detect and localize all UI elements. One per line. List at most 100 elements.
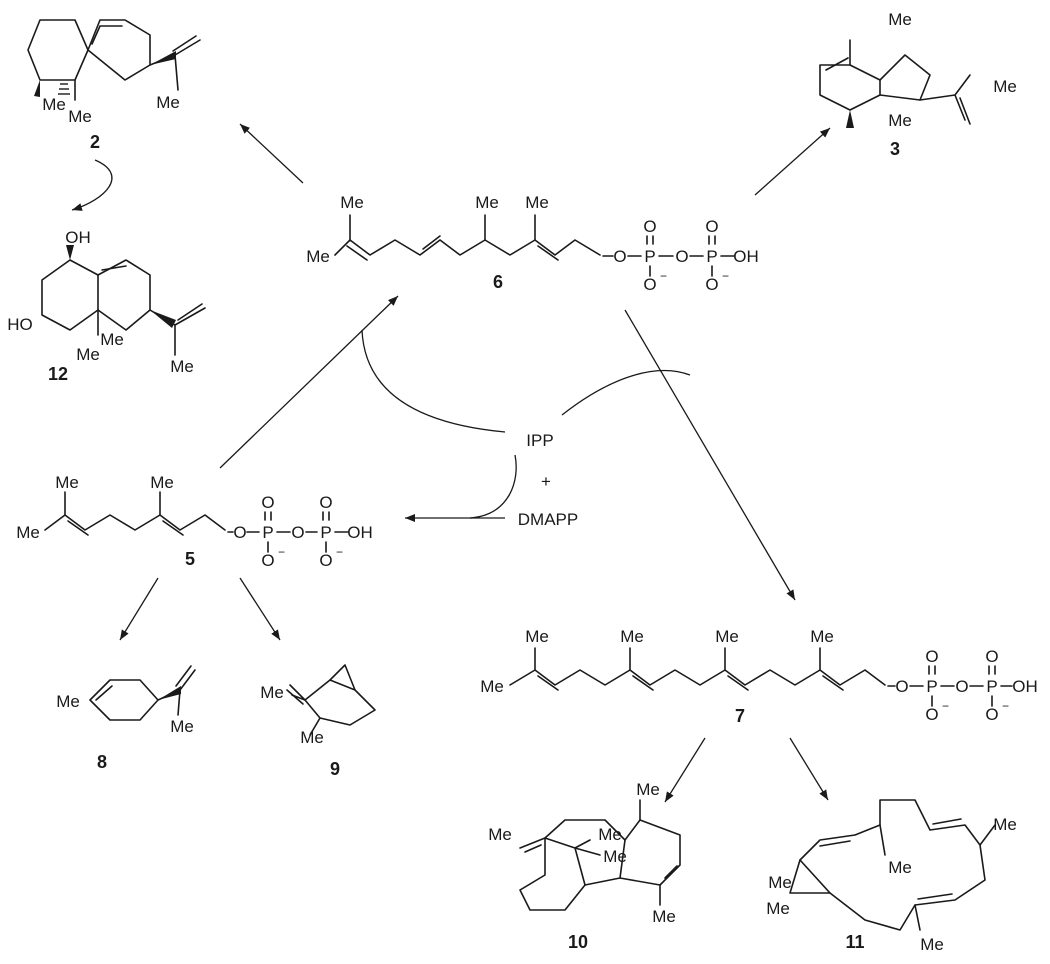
curved-arrow-2-to-12	[71, 159, 113, 211]
compound-6-me-label: Me	[306, 247, 330, 266]
compound-5-me-label: Me	[55, 473, 79, 492]
compound-6-me-label: Me	[475, 193, 499, 212]
compound-8-me-label: Me	[56, 692, 80, 711]
compound-3-me-label: Me	[888, 111, 912, 130]
compound-3-structure	[819, 39, 971, 128]
compound-5-number: 5	[185, 549, 195, 569]
svg-text:O: O	[675, 247, 688, 266]
compound-6-number: 6	[493, 272, 503, 292]
svg-text:O: O	[955, 677, 968, 696]
svg-text:P: P	[644, 247, 655, 266]
compound-7-me-label: Me	[480, 677, 504, 696]
svg-text:O: O	[261, 551, 274, 570]
compound-2-me-label: Me	[42, 95, 66, 114]
compound-6-me-label: Me	[525, 193, 549, 212]
compound-10-me-label: Me	[598, 825, 622, 844]
compound-12-oh-label: OH	[65, 228, 91, 247]
svg-text:P: P	[986, 677, 997, 696]
compound-5-me-label: Me	[16, 523, 40, 542]
reagent-plus: +	[541, 472, 551, 491]
svg-text:O: O	[985, 705, 998, 724]
compound-7-number: 7	[735, 706, 745, 726]
svg-text:O: O	[233, 523, 246, 542]
svg-text:−: −	[278, 545, 285, 559]
reagent-dmapp: DMAPP	[518, 510, 578, 529]
svg-text:O: O	[895, 677, 908, 696]
compound-10-me-label: Me	[636, 780, 660, 799]
compound-9-me-label: Me	[260, 683, 284, 702]
compound-12-me-label: Me	[76, 345, 100, 364]
compound-3-me-label: Me	[993, 77, 1017, 96]
svg-text:−: −	[1002, 699, 1009, 713]
arrow-6-to-2	[239, 123, 304, 184]
compound-7-structure	[509, 647, 886, 691]
compound-7-me-label: Me	[620, 627, 644, 646]
compound-9-structure	[286, 664, 376, 736]
compound-11-me-label: Me	[766, 899, 790, 918]
reagent-ipp: IPP	[526, 431, 553, 450]
compound-3-me-label: Me	[888, 10, 912, 29]
compound-2-number: 2	[90, 132, 100, 152]
arrow-7-to-11	[789, 737, 829, 801]
compound-5-structure	[44, 491, 226, 536]
svg-text:O: O	[613, 247, 626, 266]
arrow-5-to-6	[219, 295, 399, 469]
svg-text:OH: OH	[347, 523, 373, 542]
compound-12-number: 12	[48, 364, 68, 384]
svg-text:O: O	[705, 217, 718, 236]
svg-text:O: O	[643, 275, 656, 294]
compound-11-number: 11	[845, 932, 864, 952]
arrow-6-to-3	[754, 127, 831, 196]
compound-7-me-label: Me	[715, 627, 739, 646]
svg-text:O: O	[985, 647, 998, 666]
compound-2-structure	[27, 19, 201, 101]
svg-text:OH: OH	[733, 247, 759, 266]
svg-text:O: O	[643, 217, 656, 236]
compound-5-diphosphate: O P O O − O P O O − OH	[227, 493, 373, 570]
compound-10-me-label: Me	[603, 847, 627, 866]
ipp-curve-to-fpp-arrow	[561, 369, 691, 416]
svg-text:P: P	[262, 523, 273, 542]
compound-8-me-label: Me	[170, 717, 194, 736]
arrow-5-to-8	[119, 577, 159, 641]
compound-11-me-label: Me	[993, 815, 1017, 834]
compound-9-me-label: Me	[300, 728, 324, 747]
compound-12-me-label: Me	[100, 330, 124, 349]
compound-10-structure	[519, 799, 681, 911]
compound-10-me-label: Me	[652, 907, 676, 926]
svg-text:P: P	[926, 677, 937, 696]
compound-7-diphosphate: O P O O − O P O O − OH	[887, 647, 1038, 724]
compound-6-me-label: Me	[340, 193, 364, 212]
svg-text:O: O	[291, 523, 304, 542]
svg-text:O: O	[319, 551, 332, 570]
compound-10-me-label: Me	[488, 825, 512, 844]
arrow-6-to-7	[624, 309, 796, 601]
svg-text:−: −	[336, 545, 343, 559]
svg-text:P: P	[706, 247, 717, 266]
compound-3-number: 3	[890, 139, 900, 159]
svg-text:O: O	[925, 705, 938, 724]
compound-12-structure	[41, 245, 206, 356]
svg-text:−: −	[722, 269, 729, 283]
svg-text:O: O	[925, 647, 938, 666]
svg-text:OH: OH	[1012, 677, 1038, 696]
compound-11-structure	[789, 799, 996, 931]
compound-11-me-label: Me	[768, 873, 792, 892]
compound-8-structure	[89, 665, 196, 721]
compound-2-me-label: Me	[68, 107, 92, 126]
compound-9-number: 9	[330, 759, 340, 779]
compound-7-me-label: Me	[525, 627, 549, 646]
svg-text:O: O	[261, 493, 274, 512]
svg-text:−: −	[942, 699, 949, 713]
compound-2-me-label: Me	[156, 93, 180, 112]
compound-10-number: 10	[568, 932, 588, 952]
svg-text:O: O	[705, 275, 718, 294]
compound-7-me-label: Me	[810, 627, 834, 646]
svg-text:O: O	[319, 493, 332, 512]
compound-5-me-label: Me	[150, 473, 174, 492]
compound-11-me-label: Me	[888, 858, 912, 877]
arrow-5-to-9	[239, 577, 281, 641]
compound-12-me-label: Me	[170, 357, 194, 376]
arrow-7-to-10	[664, 737, 706, 803]
